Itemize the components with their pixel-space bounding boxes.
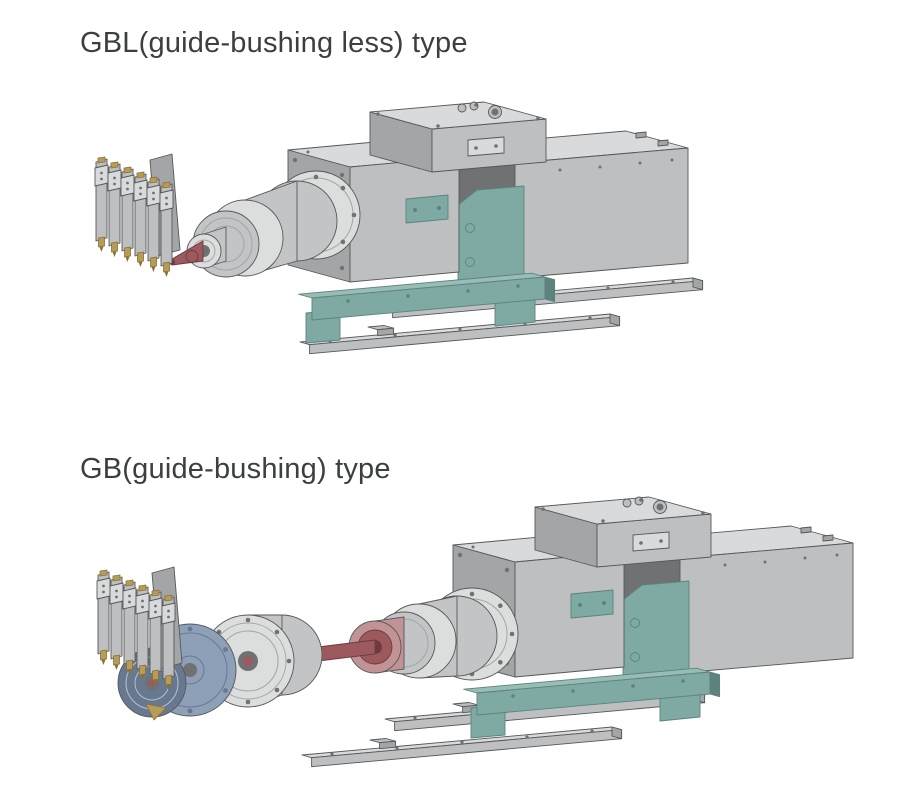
gang-tool-post (95, 154, 180, 277)
bushing-clamp-tab (145, 703, 167, 721)
guide-bushing-assembly (117, 614, 323, 721)
gb-machine-illustration (97, 496, 854, 767)
spindle-assembly (169, 170, 361, 278)
section-title-gb: GB(guide-bushing) type (80, 453, 391, 485)
gbl-machine-illustration (95, 101, 703, 354)
section-title-gbl: GBL(guide-bushing less) type (80, 27, 468, 59)
gang-tool-post (97, 567, 182, 690)
spindle-assembly (348, 587, 519, 681)
